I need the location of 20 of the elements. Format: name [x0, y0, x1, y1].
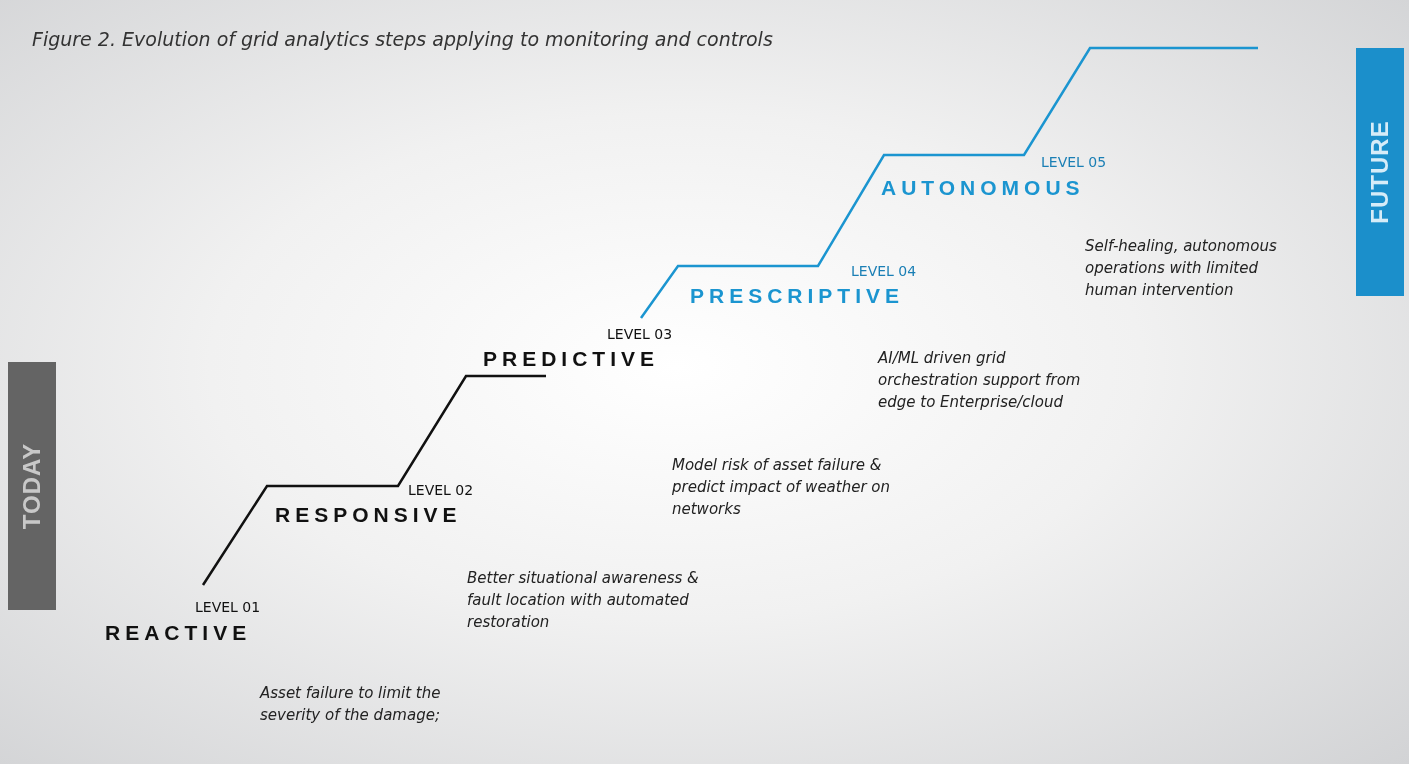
stage-description: Better situational awareness & fault location with automated restoration	[467, 568, 700, 633]
stage-description: Asset failure to limit the severity of the damage;	[260, 683, 442, 726]
stage-heading: REACTIVE	[105, 621, 252, 645]
level-number: LEVEL 05	[1041, 154, 1107, 170]
stage-heading: PREDICTIVE	[483, 347, 660, 371]
stage-heading: RESPONSIVE	[275, 503, 462, 527]
timeline-marker-box	[1356, 48, 1404, 296]
level-number: LEVEL 01	[195, 599, 261, 615]
stage-heading: PRESCRIPTIVE	[690, 284, 905, 308]
marker-label: TODAY	[18, 442, 46, 530]
level-number: LEVEL 04	[851, 263, 917, 279]
marker-label: FUTURE	[1366, 120, 1394, 224]
level-number: LEVEL 03	[607, 326, 673, 342]
figure-title: Figure 2. Evolution of grid analytics steps applying to monitoring and controls	[32, 28, 773, 50]
level-number: LEVEL 02	[408, 482, 474, 498]
stage-heading: AUTONOMOUS	[881, 176, 1085, 200]
timeline-marker-box	[8, 362, 56, 610]
stage-description: Model risk of asset failure & predict impact of weather on networks	[672, 455, 892, 520]
stage-description: AI/ML driven grid orchestration support from edge to Enterprise/cloud	[878, 348, 1082, 413]
stage-description: Self-healing, autonomous operations with limited human intervention	[1085, 236, 1278, 301]
